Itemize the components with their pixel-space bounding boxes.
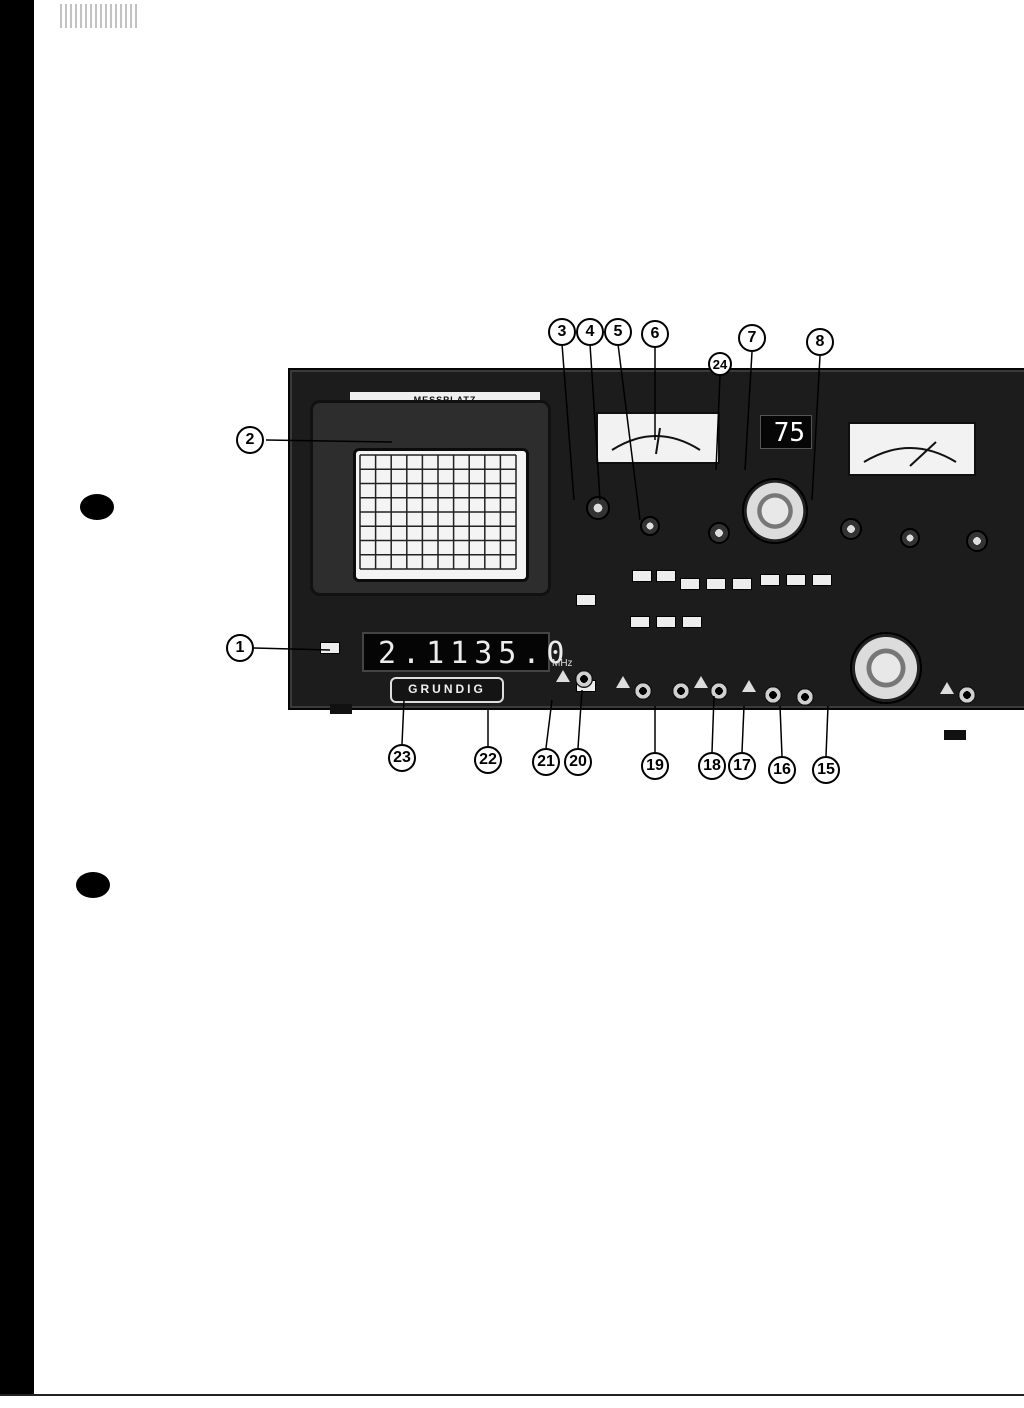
meter-scale-right — [863, 441, 957, 467]
device-front-panel: MESSPLATZ 75 — [288, 368, 1024, 710]
connector-jack — [672, 682, 690, 700]
control-knob — [840, 518, 862, 540]
connector-jack — [796, 688, 814, 706]
meter-scale-left — [611, 427, 701, 455]
callout-2: 2 — [236, 426, 264, 454]
device-foot — [944, 730, 966, 740]
control-knob — [966, 530, 988, 552]
callout-4: 4 — [576, 318, 604, 346]
level-meter-left — [596, 412, 720, 464]
control-knob — [708, 522, 730, 544]
callout-15: 15 — [812, 756, 840, 784]
callout-5: 5 — [604, 318, 632, 346]
level-meter-right — [848, 422, 976, 476]
connector-jack — [764, 686, 782, 704]
punch-hole-lower — [76, 872, 110, 898]
connector-jack — [575, 670, 593, 688]
crt-screen — [353, 448, 529, 582]
panel-button — [732, 578, 752, 590]
callout-1: 1 — [226, 634, 254, 662]
warning-triangle-icon — [742, 680, 756, 692]
panel-button — [706, 578, 726, 590]
control-knob — [900, 528, 920, 548]
crt-graticule — [359, 454, 517, 570]
callout-23: 23 — [388, 744, 416, 772]
panel-button — [320, 642, 340, 654]
connector-jack — [634, 682, 652, 700]
scan-bottom-edge — [0, 1394, 1024, 1396]
callout-17: 17 — [728, 752, 756, 780]
panel-button — [760, 574, 780, 586]
panel-button — [630, 616, 650, 628]
callout-24: 24 — [708, 352, 732, 376]
panel-button — [682, 616, 702, 628]
punch-hole-upper — [80, 494, 114, 520]
callout-16: 16 — [768, 756, 796, 784]
panel-button — [812, 574, 832, 586]
lower-rotary-knob — [850, 632, 922, 704]
scan-artifact — [60, 4, 140, 28]
callout-22: 22 — [474, 746, 502, 774]
callout-19: 19 — [641, 752, 669, 780]
frequency-unit: MHz — [552, 658, 573, 669]
panel-button — [632, 570, 652, 582]
warning-triangle-icon — [940, 682, 954, 694]
panel-button — [656, 616, 676, 628]
brand-logo: GRUNDIG — [390, 677, 504, 703]
callout-6: 6 — [641, 320, 669, 348]
channel-display: 75 — [760, 415, 812, 449]
panel-button — [680, 578, 700, 590]
control-knob — [586, 496, 610, 520]
main-tuning-knob — [742, 478, 808, 544]
device-foot — [330, 704, 352, 714]
callout-8: 8 — [806, 328, 834, 356]
warning-triangle-icon — [616, 676, 630, 688]
warning-triangle-icon — [694, 676, 708, 688]
panel-button — [576, 594, 596, 606]
callout-3: 3 — [548, 318, 576, 346]
scan-left-border — [0, 0, 34, 1396]
warning-triangle-icon — [556, 670, 570, 682]
panel-button — [656, 570, 676, 582]
connector-jack — [710, 682, 728, 700]
panel-button — [786, 574, 806, 586]
callout-20: 20 — [564, 748, 592, 776]
callout-18: 18 — [698, 752, 726, 780]
frequency-display: 2.1135.0 — [362, 632, 565, 672]
callout-21: 21 — [532, 748, 560, 776]
control-knob — [640, 516, 660, 536]
connector-jack — [958, 686, 976, 704]
callout-7: 7 — [738, 324, 766, 352]
